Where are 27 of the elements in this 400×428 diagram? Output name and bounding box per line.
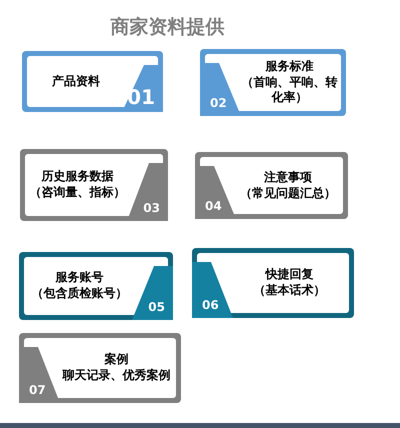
card-title: 服务账号 xyxy=(56,270,104,286)
card-title: 快捷回复 xyxy=(266,267,314,283)
card-title: 产品资料 xyxy=(52,74,100,90)
card-subtitle: （常见问题汇总） xyxy=(240,186,336,202)
info-card xyxy=(19,333,181,403)
step-number: 05 xyxy=(148,301,165,313)
info-card xyxy=(192,248,354,318)
info-card xyxy=(22,51,163,112)
step-number: 07 xyxy=(29,384,46,396)
card-title: 案例 xyxy=(104,352,128,368)
info-card xyxy=(19,252,173,320)
info-card xyxy=(195,152,348,219)
card-subtitle: 聊天记录、优秀案例 xyxy=(62,368,170,384)
card-subtitle: （基本话术） xyxy=(254,283,326,299)
card-subtitle: （咨询量、指标） xyxy=(30,185,126,201)
step-number: 02 xyxy=(210,97,227,109)
card-title: 注意事项 xyxy=(264,170,312,186)
step-number: 06 xyxy=(202,299,219,311)
step-number: 03 xyxy=(143,202,160,214)
card-subtitle: （首响、平响、转化率） xyxy=(240,74,338,106)
info-card xyxy=(20,149,168,221)
step-number: 04 xyxy=(205,200,222,212)
info-card xyxy=(200,49,346,116)
title: 商家资料提供 xyxy=(110,15,226,40)
card-title: 服务标准 xyxy=(266,59,314,75)
card-subtitle: （包含质检账号） xyxy=(32,286,128,302)
card-title: 历史服务数据 xyxy=(42,169,114,185)
